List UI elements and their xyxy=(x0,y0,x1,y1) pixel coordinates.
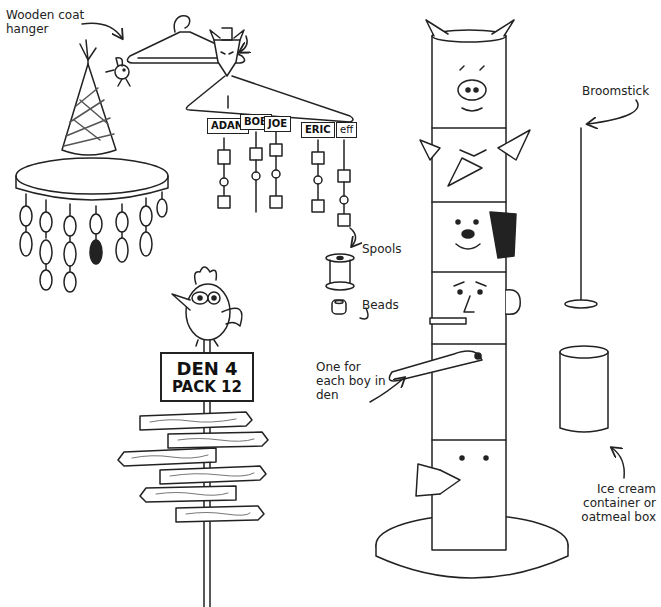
name-text: eff xyxy=(340,124,353,136)
totem-pole xyxy=(376,20,568,578)
den-sign-post xyxy=(118,267,268,607)
part-label: Wooden coat hanger xyxy=(6,8,86,36)
name-mobile xyxy=(186,28,353,226)
leader-line xyxy=(588,100,638,124)
spool-and-bead xyxy=(326,254,354,314)
name-text: JOE xyxy=(268,118,287,130)
name-tag: JOE xyxy=(264,116,291,132)
leader-line xyxy=(612,448,624,478)
sign-subheading: PACK 12 xyxy=(172,379,242,396)
hat-mobile xyxy=(16,40,168,292)
part-label: Ice cream container or oatmeal box xyxy=(562,482,656,524)
den-sign: DEN 4PACK 12 xyxy=(160,352,254,402)
oatmeal-box xyxy=(560,346,608,432)
broomstick xyxy=(565,128,597,308)
part-label: Beads xyxy=(362,298,422,312)
part-label: Broomstick xyxy=(582,84,656,98)
sign-heading: DEN 4 xyxy=(172,358,242,379)
name-tag: eff xyxy=(336,122,357,138)
part-label: Spools xyxy=(362,242,432,256)
leader-line xyxy=(350,228,356,246)
leader-line xyxy=(82,23,122,38)
name-tag: ERIC xyxy=(301,122,335,138)
note-label: One for each boy in den xyxy=(316,360,386,402)
name-text: ERIC xyxy=(305,124,331,136)
